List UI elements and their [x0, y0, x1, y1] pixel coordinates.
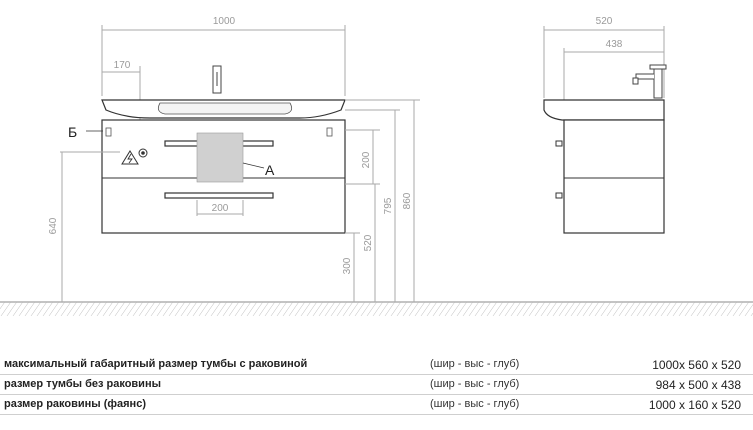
label-b: Б	[68, 124, 77, 140]
dim-height-860-label: 860	[402, 192, 413, 209]
spec-name: максимальный габаритный размер тумбы с р…	[4, 358, 308, 370]
side-handle-bottom	[555, 192, 563, 199]
area-a	[196, 132, 244, 183]
dim-depth-total-label: 520	[596, 16, 613, 27]
spec-name: размер тумбы без раковины	[4, 378, 161, 390]
dim-handle-width-label: 200	[212, 203, 229, 214]
technical-drawing: 1000 170 А Б	[0, 16, 753, 316]
dim-height-640-label: 640	[48, 217, 59, 234]
basin-bowl	[157, 102, 293, 115]
front-view: 1000 170 А Б	[48, 16, 420, 302]
socket-right	[326, 127, 333, 137]
label-a: А	[265, 162, 275, 178]
dim-height-300	[345, 232, 360, 302]
spec-value: 984 x 500 x 438	[655, 378, 741, 392]
handle-bottom	[164, 192, 274, 199]
dim-depth-total	[543, 26, 665, 98]
dim-tap-offset-label: 170	[114, 60, 131, 71]
dim-height-520-label: 520	[363, 234, 374, 251]
socket-left	[105, 127, 112, 137]
specs-row: размер тумбы без раковины (шир - выс - г…	[0, 375, 753, 395]
specs-table: максимальный габаритный размер тумбы с р…	[0, 355, 753, 415]
specs-row: размер раковины (фаянс) (шир - выс - глу…	[0, 395, 753, 415]
dim-drawer-height-label: 200	[361, 151, 372, 168]
side-view: 520 438	[543, 16, 667, 234]
dim-handle-width	[196, 200, 244, 216]
spec-value: 1000 x 160 x 520	[648, 398, 741, 412]
faucet	[212, 65, 222, 94]
dim-height-300-label: 300	[342, 257, 353, 274]
dim-height-640	[60, 151, 120, 302]
dim-total-width-label: 1000	[213, 16, 236, 27]
dim-height-795-label: 795	[383, 197, 394, 214]
spec-value: 1000x 560 x 520	[652, 358, 741, 372]
side-handle-top	[555, 140, 563, 147]
dim-height-795	[345, 109, 400, 302]
spec-unit: (шир - выс - глуб)	[430, 358, 520, 370]
spec-unit: (шир - выс - глуб)	[430, 378, 520, 390]
side-cabinet	[563, 119, 665, 234]
side-basin	[543, 99, 665, 121]
specs-row: максимальный габаритный размер тумбы с р…	[0, 355, 753, 375]
electrical-warning-icon	[121, 148, 148, 165]
side-faucet	[632, 64, 667, 99]
spec-unit: (шир - выс - глуб)	[430, 398, 520, 410]
dim-height-520	[345, 183, 380, 302]
spec-name: размер раковины (фаянс)	[4, 398, 146, 410]
dim-height-860	[345, 99, 420, 302]
floor	[0, 301, 753, 316]
dim-depth-cabinet-label: 438	[606, 39, 623, 50]
dim-total-width	[101, 25, 346, 96]
